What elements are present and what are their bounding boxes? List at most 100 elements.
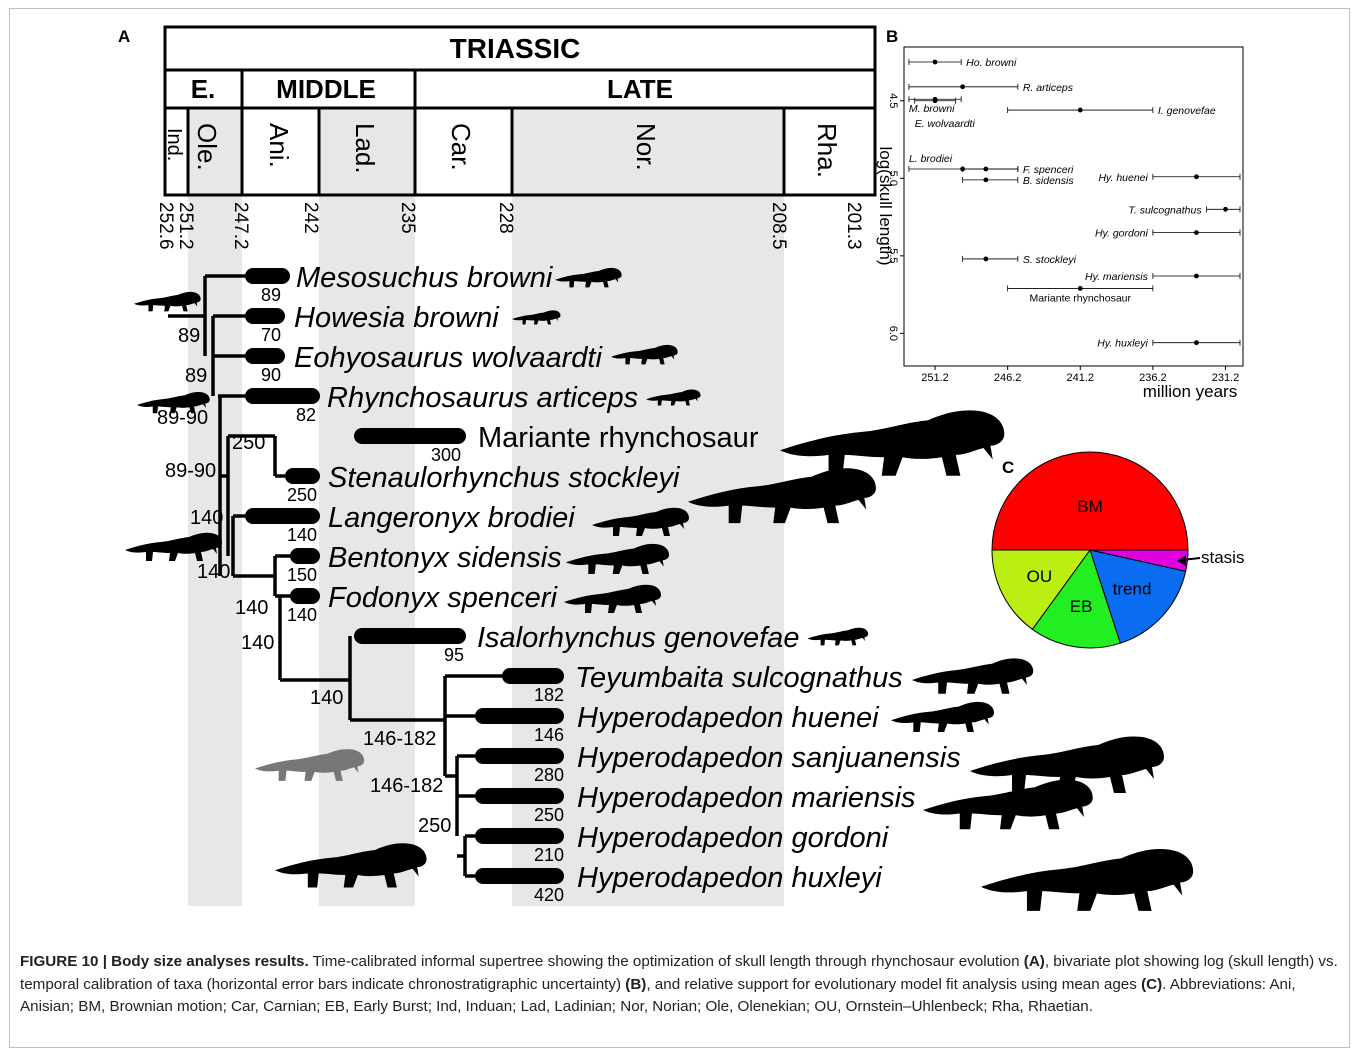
epoch-early: E. bbox=[191, 74, 216, 104]
mariante-silhouette bbox=[780, 410, 1004, 475]
caption-ref-a: (A) bbox=[1024, 953, 1045, 970]
tip-value: 90 bbox=[261, 365, 281, 385]
node-value: 140 bbox=[241, 632, 274, 654]
taxon-name: Hyperodapedon huenei bbox=[577, 702, 880, 734]
scatter-x-label: million years bbox=[1143, 382, 1237, 401]
pie-label: OU bbox=[1027, 567, 1053, 586]
teyumbaita-silhouette bbox=[912, 658, 1033, 693]
age-251-2: 251.2 bbox=[175, 202, 196, 250]
tip-value: 182 bbox=[534, 685, 564, 705]
point-label: Hy. huenei bbox=[1098, 172, 1148, 184]
stage-nor: Nor. bbox=[631, 123, 661, 171]
panel-label-c: C bbox=[1002, 458, 1014, 477]
stage-car: Car. bbox=[446, 123, 476, 171]
hy-mariensis-silhouette bbox=[923, 780, 1093, 829]
scatter-y-label: log(skull length) bbox=[876, 146, 895, 265]
point-label: T. sulcognathus bbox=[1128, 204, 1202, 216]
node-value: 140 bbox=[190, 507, 223, 529]
age-235: 235 bbox=[397, 202, 418, 234]
tip-value: 250 bbox=[287, 485, 317, 505]
hy-huxleyi-silhouette bbox=[981, 849, 1193, 911]
pie-label: EB bbox=[1070, 597, 1093, 616]
tip-value: 140 bbox=[287, 525, 317, 545]
y-tick-label: 4.5 bbox=[887, 93, 899, 108]
point-label: Mariante rhynchosaur bbox=[1029, 292, 1131, 304]
taxon-name: Hyperodapedon huxleyi bbox=[577, 862, 883, 894]
node-value: 140 bbox=[310, 687, 343, 709]
age-201-3: 201.3 bbox=[843, 202, 864, 250]
data-point bbox=[1194, 340, 1199, 345]
figure-graphic: A TRIASSIC E. MIDDLE LATE Ind. Ole. Ani.… bbox=[0, 0, 1358, 950]
point-label: R. articeps bbox=[1023, 82, 1074, 94]
tip-value: 280 bbox=[534, 765, 564, 785]
taxon-name: Stenaulorhynchus stockleyi bbox=[328, 462, 681, 494]
data-point bbox=[1223, 207, 1228, 212]
stage-lad: Lad. bbox=[350, 123, 380, 174]
pie-label: trend bbox=[1113, 579, 1152, 598]
point-label: E. wolvaardti bbox=[915, 118, 976, 130]
point-label: B. sidensis bbox=[1023, 175, 1075, 187]
caption-ref-b: (B) bbox=[625, 976, 646, 993]
point-label: Ho. browni bbox=[966, 57, 1017, 69]
point-label: L. brodiei bbox=[909, 153, 953, 165]
tip-value: 146 bbox=[534, 725, 564, 745]
taxon-name: Teyumbaita sulcognathus bbox=[575, 662, 903, 694]
stage-ole: Ole. bbox=[192, 123, 222, 171]
taxon-name: Mesosuchus browni bbox=[296, 262, 554, 294]
tip-value: 250 bbox=[534, 805, 564, 825]
data-point bbox=[1194, 230, 1199, 235]
age-247-2: 247.2 bbox=[230, 202, 251, 250]
figure-caption: FIGURE 10 | Body size analyses results. … bbox=[20, 951, 1338, 1019]
taxon-name: Mariante rhynchosaur bbox=[478, 422, 759, 454]
period-label: TRIASSIC bbox=[450, 33, 581, 64]
taxon-name: Hyperodapedon sanjuanensis bbox=[577, 742, 961, 774]
y-tick-label: 6.0 bbox=[887, 326, 899, 341]
panel-label-a: A bbox=[118, 27, 130, 46]
taxon-name: Hyperodapedon mariensis bbox=[577, 782, 916, 814]
node-value: 89 bbox=[178, 325, 200, 347]
epoch-middle: MIDDLE bbox=[276, 74, 376, 104]
taxon-name: Isalorhynchus genovefae bbox=[477, 622, 799, 654]
taxon-name: Hyperodapedon gordoni bbox=[577, 822, 890, 854]
tip-value: 82 bbox=[296, 405, 316, 425]
data-point bbox=[1078, 108, 1083, 113]
caption-text-3: , and relative support for evolutionary … bbox=[646, 976, 1141, 993]
data-point bbox=[983, 167, 988, 172]
data-point bbox=[1078, 286, 1083, 291]
age-242: 242 bbox=[300, 202, 321, 234]
data-point bbox=[960, 84, 965, 89]
data-point bbox=[1194, 274, 1199, 279]
stage-rha: Rha. bbox=[812, 123, 842, 178]
data-point bbox=[983, 257, 988, 262]
x-tick-label: 251.2 bbox=[921, 372, 949, 384]
age-228: 228 bbox=[495, 202, 516, 234]
tip-value: 95 bbox=[444, 645, 464, 665]
taxon-name: Rhynchosaurus articeps bbox=[327, 382, 638, 414]
node-value: 89-90 bbox=[157, 407, 208, 429]
caption-text-1: Time-calibrated informal supertree showi… bbox=[309, 953, 1024, 970]
point-label: I. genovefae bbox=[1158, 105, 1216, 117]
node-value: 140 bbox=[197, 561, 230, 583]
point-label: Hy. mariensis bbox=[1085, 271, 1149, 283]
isalorhynchus-silhouette bbox=[808, 628, 869, 646]
tip-value: 89 bbox=[261, 285, 281, 305]
data-point bbox=[1194, 174, 1199, 179]
caption-lead: FIGURE 10 | Body size analyses results. bbox=[20, 953, 309, 970]
pie-label: stasis bbox=[1201, 548, 1244, 567]
tip-value: 420 bbox=[534, 885, 564, 905]
tip-value: 150 bbox=[287, 565, 317, 585]
tip-value: 210 bbox=[534, 845, 564, 865]
node-value: 89-90 bbox=[165, 460, 216, 482]
x-tick-label: 246.2 bbox=[994, 372, 1022, 384]
panel-label-b: B bbox=[886, 27, 898, 46]
stage-ind: Ind. bbox=[163, 128, 185, 161]
data-point bbox=[983, 177, 988, 182]
node-value: 146-182 bbox=[370, 775, 443, 797]
node-value: 250 bbox=[232, 432, 265, 454]
taxon-name: Langeronyx brodiei bbox=[328, 502, 576, 534]
stage-ani: Ani. bbox=[264, 123, 294, 168]
epoch-late: LATE bbox=[607, 74, 673, 104]
caption-ref-c: (C) bbox=[1141, 976, 1162, 993]
